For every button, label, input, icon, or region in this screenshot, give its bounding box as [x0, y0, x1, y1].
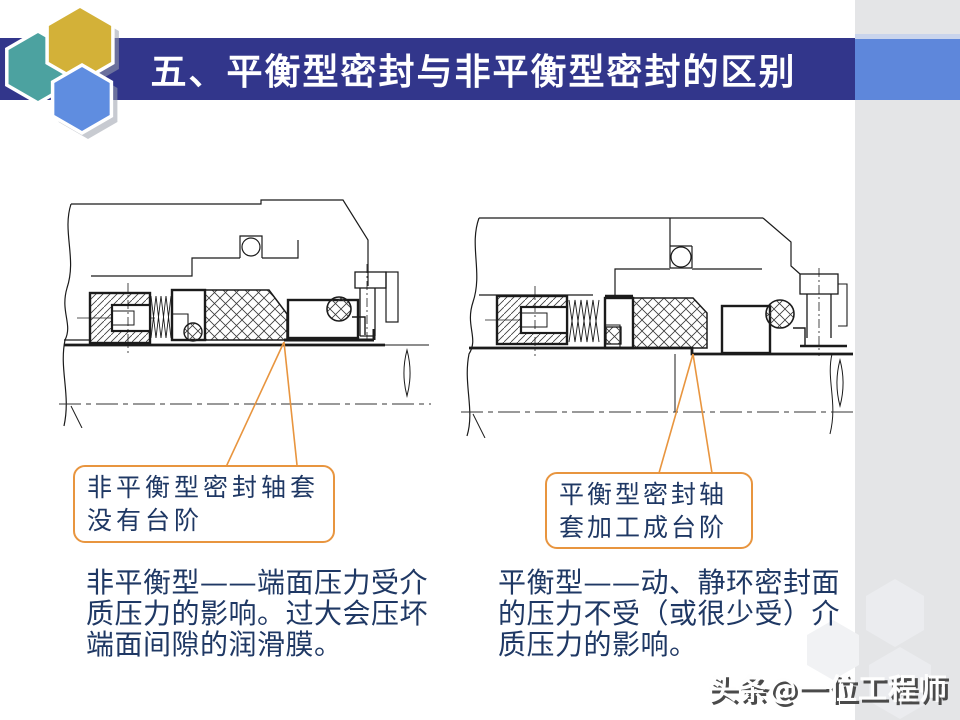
faint-hexagon-icon	[866, 579, 924, 647]
set-screw-circle	[670, 246, 692, 268]
watermark-text: 头条@一位工程师	[707, 672, 948, 706]
note-line: 质压力的影响。过大会压坏	[86, 597, 429, 630]
rotating-ring-crosshatched	[632, 297, 708, 349]
hexagon-pattern-watermark	[807, 579, 931, 719]
stationary-seat	[720, 304, 772, 355]
o-ring	[326, 296, 352, 322]
spring-retainer	[170, 288, 207, 342]
right-callout: 平衡型密封轴 套加工成台阶	[545, 472, 753, 549]
shaft	[59, 343, 431, 428]
set-screw-circle	[241, 237, 261, 257]
left-callout: 非平衡型密封轴套 没有台阶	[73, 465, 335, 543]
right-callout-line2: 套加工成台阶	[559, 513, 728, 542]
gland-bolt	[799, 268, 848, 356]
balanced-seal-diagram	[461, 217, 853, 438]
balanced-seal-note: 平衡型——动、静环密封面 的压力不受（或很少受）介 质压力的影响。	[498, 567, 860, 660]
note-line: 端面间隙的润滑膜。	[86, 628, 343, 661]
o-ring	[765, 299, 795, 329]
right-callout-line1: 平衡型密封轴	[559, 480, 728, 509]
drive-collar	[495, 286, 569, 356]
title-bar: 五、平衡型密封与非平衡型密封的区别	[0, 38, 855, 100]
hexagon-logo	[5, 4, 119, 139]
note-line: 质压力的影响。	[498, 628, 698, 661]
note-line: 非平衡型——端面压力受介	[86, 566, 429, 599]
unbalanced-seal-note: 非平衡型——端面压力受介 质压力的影响。过大会压坏 端面间隙的润滑膜。	[86, 567, 438, 660]
faint-hexagon-icon	[807, 620, 859, 680]
note-line: 平衡型——动、静环密封面	[498, 566, 841, 599]
note-line: 的压力不受（或很少受）介	[498, 597, 841, 630]
spring-retainer	[603, 294, 635, 350]
sleeve-step	[469, 346, 853, 356]
unbalanced-seal-diagram	[59, 199, 431, 428]
sidebar-blue-accent	[855, 39, 960, 100]
coil-spring	[150, 295, 172, 339]
blue-hexagon-icon	[50, 62, 114, 136]
rotating-ring-crosshatched	[204, 289, 288, 341]
faint-hexagon-icon	[869, 647, 931, 719]
left-callout-line1: 非平衡型密封轴套	[87, 473, 320, 502]
coil-spring	[568, 299, 600, 343]
left-callout-line2: 没有台阶	[87, 506, 204, 535]
drive-collar	[88, 283, 152, 353]
stepped-sleeve-shaft	[461, 346, 853, 438]
slide-title: 五、平衡型密封与非平衡型密封的区别	[150, 51, 797, 93]
sidebar-accent-topline	[855, 34, 960, 39]
gland-bolt	[354, 264, 399, 346]
